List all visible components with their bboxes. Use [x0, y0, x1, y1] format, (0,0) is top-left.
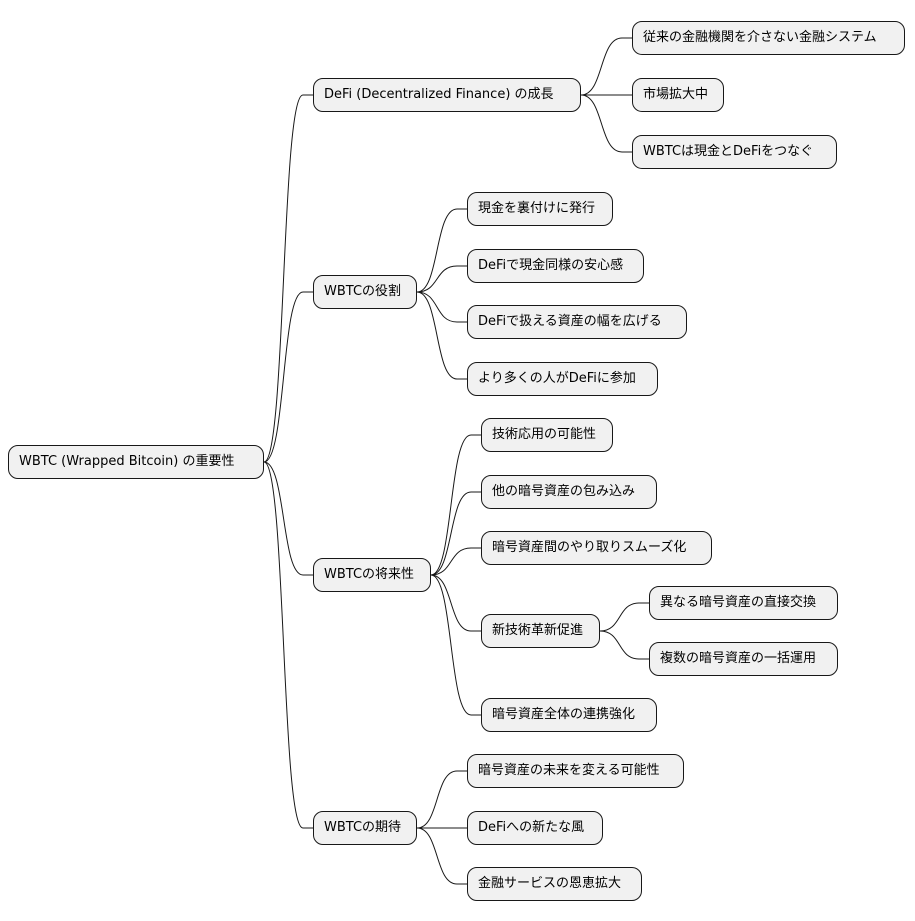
leaf-new-wind: DeFiへの新たな風	[467, 811, 603, 845]
leaf-traditional-finance-bypass: 従来の金融機関を介さない金融システム	[632, 21, 905, 55]
connector-root-b1	[263, 291, 313, 463]
connector-b3-b3c2	[416, 827, 467, 885]
connector-b1-b1c0	[416, 208, 467, 293]
leaf-wbtc-connects: WBTCは現金とDeFiをつなぐ	[632, 135, 837, 169]
leaf-backed-issuance: 現金を裏付けに発行	[467, 192, 613, 226]
leaf-asset-range: DeFiで扱える資産の幅を広げる	[467, 305, 687, 339]
subbranch-innovation: 新技術革新促進	[481, 614, 600, 648]
connector-root-b3	[263, 461, 313, 829]
leaf-bulk-management: 複数の暗号資産の一括運用	[649, 642, 838, 676]
connector-b1-b1c3	[416, 291, 467, 380]
connector-b0-b0c0	[580, 37, 632, 96]
connector-b1-b1c1	[416, 265, 467, 293]
connector-root-b2	[263, 461, 313, 576]
leaf-wrap-other-assets: 他の暗号資産の包み込み	[481, 475, 657, 509]
leaf-smooth-exchange: 暗号資産間のやり取りスムーズ化	[481, 531, 712, 565]
connector-b0-b0c2	[580, 94, 632, 153]
connector-b2c3-b2c3g0	[599, 602, 649, 632]
leaf-change-future: 暗号資産の未来を変える可能性	[467, 754, 684, 788]
root-node: WBTC (Wrapped Bitcoin) の重要性	[8, 445, 264, 479]
branch-wbtc-future: WBTCの将来性	[313, 558, 431, 592]
leaf-market-expanding: 市場拡大中	[632, 78, 724, 112]
branch-wbtc-expectations: WBTCの期待	[313, 811, 417, 845]
connector-b2-b2c0	[430, 434, 481, 576]
branch-defi-growth: DeFi (Decentralized Finance) の成長	[313, 78, 581, 112]
connector-root-b0	[263, 94, 313, 463]
leaf-more-participants: より多くの人がDeFiに参加	[467, 362, 658, 396]
branch-wbtc-role: WBTCの役割	[313, 275, 417, 309]
connector-b3-b3c0	[416, 770, 467, 829]
leaf-benefit-expansion: 金融サービスの恩恵拡大	[467, 867, 642, 901]
leaf-defi-safety: DeFiで現金同様の安心感	[467, 249, 644, 283]
leaf-ecosystem-integration: 暗号資産全体の連携強化	[481, 698, 657, 732]
connector-b1-b1c2	[416, 291, 467, 323]
connector-b2-b2c3	[430, 574, 481, 632]
leaf-direct-exchange: 異なる暗号資産の直接交換	[649, 586, 838, 620]
connector-b2-b2c4	[430, 574, 481, 716]
leaf-tech-application: 技術応用の可能性	[481, 418, 613, 452]
connector-b2-b2c1	[430, 491, 481, 576]
connector-b2c3-b2c3g1	[599, 630, 649, 660]
connector-b2-b2c2	[430, 547, 481, 576]
